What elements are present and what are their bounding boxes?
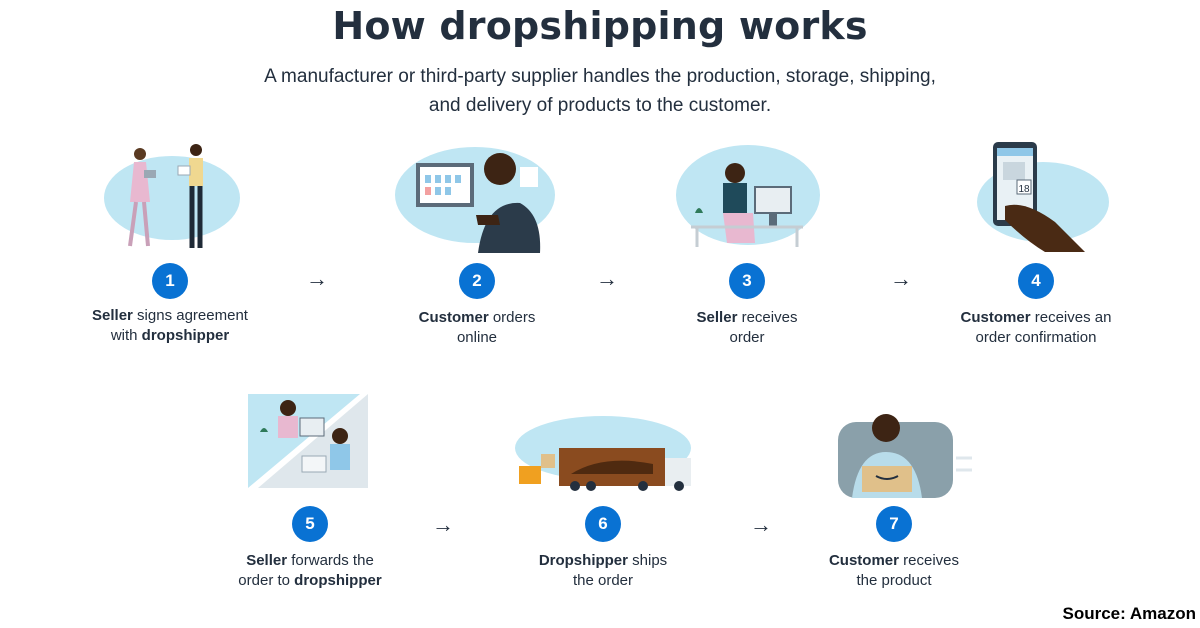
- step-caption-2: Customer orders online: [418, 309, 536, 346]
- arrow-right-icon: →: [306, 266, 328, 291]
- step-number-badge: 1: [152, 263, 188, 299]
- step-caption-5: Seller forwards the order to dropshipper: [238, 552, 382, 589]
- step-caption-4: Customer receives an order confirmation: [960, 309, 1112, 346]
- step-number-badge: 5: [292, 506, 328, 542]
- step-caption-6: Dropshipper ships the order: [538, 552, 668, 589]
- step-number-badge: 2: [459, 263, 495, 299]
- illustration-order-confirmation-phone: 18: [965, 140, 1110, 252]
- illustration-delivery-truck: [513, 414, 698, 494]
- page-title: How dropshipping works: [332, 4, 868, 48]
- page-subtitle: A manufacturer or third-party supplier h…: [264, 66, 936, 116]
- illustration-forward-to-dropshipper: [248, 390, 368, 492]
- step-caption-1: Seller signs agreement with dropshipper: [92, 307, 248, 344]
- source-credit: Source: Amazon: [1062, 604, 1196, 623]
- illustration-seller-receiving: [673, 143, 823, 251]
- step-number-badge: 6: [585, 506, 621, 542]
- illustration-customer-package: [818, 408, 973, 498]
- step-number-badge: 7: [876, 506, 912, 542]
- arrow-right-icon: →: [750, 512, 772, 537]
- arrow-right-icon: →: [596, 266, 618, 291]
- step-caption-3: Seller receives order: [696, 309, 798, 346]
- step-number-badge: 4: [1018, 263, 1054, 299]
- arrow-right-icon: →: [432, 512, 454, 537]
- step-number-badge: 3: [729, 263, 765, 299]
- arrow-right-icon: →: [890, 266, 912, 291]
- illustration-signing-agreement: [100, 140, 245, 255]
- illustration-customer-ordering: [390, 145, 555, 253]
- step-caption-7: Customer receives the product: [828, 552, 960, 589]
- calendar-icon-day: 18: [1018, 184, 1030, 195]
